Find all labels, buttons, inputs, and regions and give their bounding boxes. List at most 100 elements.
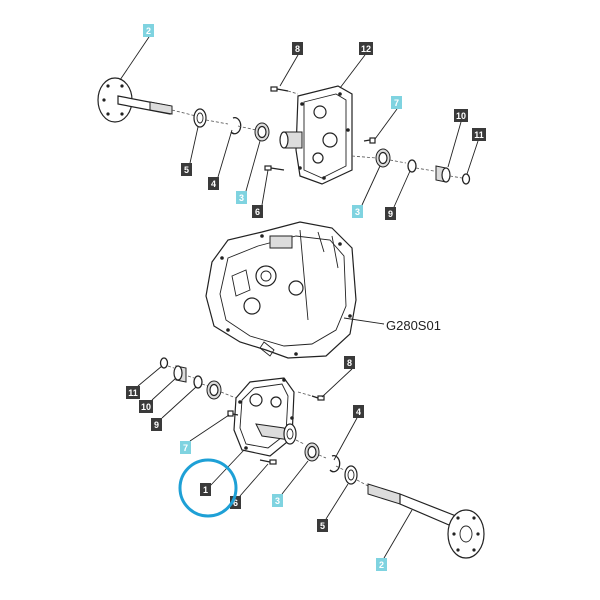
callout-box bbox=[344, 356, 355, 369]
callout-box bbox=[454, 109, 468, 122]
callout-number: 6 bbox=[255, 207, 260, 217]
callout-number: 8 bbox=[295, 44, 300, 54]
bearing-top-right bbox=[375, 148, 391, 168]
callout-box bbox=[292, 42, 303, 55]
callout-number: 9 bbox=[388, 209, 393, 219]
callout-number: 7 bbox=[183, 443, 188, 453]
callout-box bbox=[208, 177, 219, 190]
callout-c12: 12 bbox=[359, 42, 373, 55]
callout-c2-top: 2 bbox=[143, 24, 154, 37]
callout-c8-top: 8 bbox=[292, 42, 303, 55]
o-ring-bottom bbox=[193, 375, 203, 389]
callout-number: 10 bbox=[456, 111, 466, 121]
callout-number: 3 bbox=[239, 193, 244, 203]
snap-ring-bottom bbox=[329, 455, 341, 473]
callout-box bbox=[143, 24, 154, 37]
callout-number: 3 bbox=[355, 207, 360, 217]
snap-ring-top bbox=[230, 117, 242, 135]
callout-box bbox=[126, 386, 140, 399]
dowel-pin-top bbox=[363, 137, 376, 144]
callout-c11-bottom: 11 bbox=[126, 386, 140, 399]
callout-c7-bottom: 7 bbox=[180, 441, 191, 454]
callout-box bbox=[236, 191, 247, 204]
callout-box bbox=[472, 128, 486, 141]
callout-box bbox=[151, 418, 162, 431]
callout-number: 12 bbox=[361, 44, 371, 54]
callout-c6-bottom: 6 bbox=[230, 496, 241, 509]
callout-box bbox=[252, 205, 263, 218]
bolt-6-bottom bbox=[259, 459, 277, 465]
callout-c11-top: 11 bbox=[472, 128, 486, 141]
bolt-top bbox=[270, 86, 299, 95]
callout-number: 2 bbox=[146, 26, 151, 36]
callout-number: 9 bbox=[154, 420, 159, 430]
callout-box bbox=[272, 494, 283, 507]
callout-c8-bottom: 8 bbox=[344, 356, 355, 369]
bolt-6-top bbox=[264, 165, 285, 171]
reference-leader bbox=[343, 317, 385, 325]
callout-number: 5 bbox=[320, 521, 325, 531]
callout-c9-top: 9 bbox=[385, 207, 396, 220]
callout-c9-bottom: 9 bbox=[151, 418, 162, 431]
callout-number: 7 bbox=[394, 98, 399, 108]
callout-box bbox=[376, 558, 387, 571]
gearbox-cover-bottom bbox=[233, 377, 297, 457]
callout-number: 11 bbox=[474, 130, 484, 140]
callout-box bbox=[139, 400, 153, 413]
callout-box bbox=[385, 207, 396, 220]
callout-box bbox=[230, 496, 241, 509]
callout-number: 3 bbox=[275, 496, 280, 506]
dowel-pin-bottom bbox=[227, 410, 239, 417]
callout-c7-top: 7 bbox=[391, 96, 402, 109]
o-ring-top bbox=[407, 159, 417, 173]
bearing-top-left bbox=[254, 122, 270, 142]
callout-number: 8 bbox=[347, 358, 352, 368]
callout-box bbox=[391, 96, 402, 109]
callout-c3-bottom: 3 bbox=[272, 494, 283, 507]
bolt-bottom bbox=[297, 391, 325, 401]
seal-top bbox=[193, 108, 207, 128]
axle-shaft-bottom bbox=[367, 483, 485, 559]
callout-number: 1 bbox=[203, 485, 208, 495]
callout-box bbox=[181, 163, 192, 176]
callout-c1: 1 bbox=[200, 483, 211, 496]
bearing-bottom-left bbox=[206, 380, 222, 400]
callout-c5-top: 5 bbox=[181, 163, 192, 176]
bearing-bottom bbox=[304, 442, 320, 462]
callout-c4-top: 4 bbox=[208, 177, 219, 190]
gearbox-cover-top bbox=[279, 85, 353, 185]
axle-shaft-top bbox=[97, 77, 197, 123]
circlip-bottom bbox=[159, 357, 169, 369]
callout-box bbox=[317, 519, 328, 532]
callout-number: 4 bbox=[211, 179, 216, 189]
callout-c4-bottom: 4 bbox=[353, 405, 364, 418]
callout-c10-bottom: 10 bbox=[139, 400, 153, 413]
callout-box bbox=[200, 483, 211, 496]
seal-bottom bbox=[344, 465, 358, 485]
callout-c3-top-left: 3 bbox=[236, 191, 247, 204]
transmission-housing bbox=[205, 221, 357, 359]
callout-c5-bottom: 5 bbox=[317, 519, 328, 532]
callout-c10-top: 10 bbox=[454, 109, 468, 122]
callout-number: 6 bbox=[233, 498, 238, 508]
callout-box bbox=[353, 405, 364, 418]
callout-c2-bottom: 2 bbox=[376, 558, 387, 571]
callout-c6-top: 6 bbox=[252, 205, 263, 218]
callout-box bbox=[359, 42, 373, 55]
roller-bearing-top bbox=[435, 165, 451, 183]
callout-number: 10 bbox=[141, 402, 151, 412]
leader-lines bbox=[119, 36, 479, 559]
circlip-top bbox=[461, 173, 471, 185]
callout-c3-top-right: 3 bbox=[352, 205, 363, 218]
callout-number: 4 bbox=[356, 407, 361, 417]
roller-bearing-bottom bbox=[173, 365, 187, 383]
callout-box bbox=[352, 205, 363, 218]
callout-box bbox=[180, 441, 191, 454]
reference-code: G280S01 bbox=[386, 318, 441, 333]
callout-number: 5 bbox=[184, 165, 189, 175]
callout-number: 2 bbox=[379, 560, 384, 570]
highlight-circle bbox=[178, 458, 238, 518]
